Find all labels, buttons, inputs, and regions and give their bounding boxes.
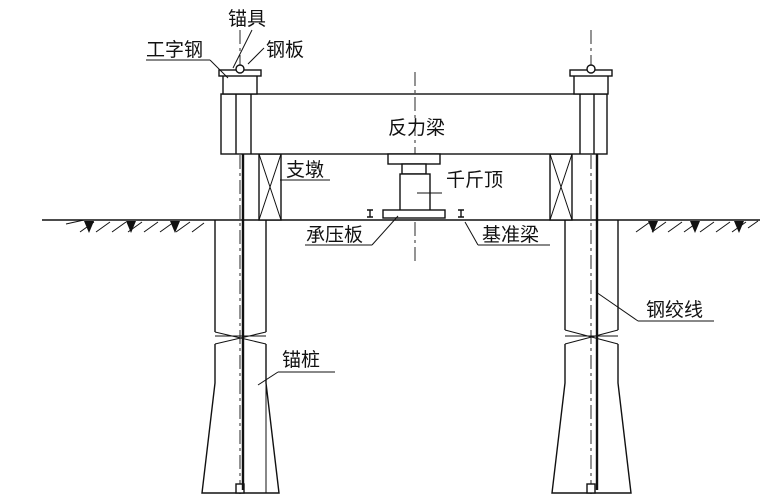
labels: 锚具 工字钢 钢板 反力梁 支墩 千斤顶 承压板 基准梁 钢绞线 锚桩 (146, 8, 703, 371)
label-support-pier: 支墩 (286, 159, 324, 181)
anchorage-left (218, 64, 262, 95)
anchorage-right (569, 64, 613, 95)
reaction-beam (220, 93, 608, 155)
ground-hatching (65, 219, 759, 233)
anchor-pile-left (201, 30, 280, 495)
label-steel-strand: 钢绞线 (646, 299, 703, 321)
label-anchorage: 锚具 (228, 8, 266, 30)
datum-beam-markers (367, 209, 464, 218)
label-jack: 千斤顶 (446, 169, 503, 191)
support-pier-left (258, 153, 282, 221)
label-anchor-pile: 锚桩 (282, 349, 320, 371)
label-datum-beam: 基准梁 (482, 224, 539, 246)
label-reaction-beam: 反力梁 (388, 117, 445, 139)
label-i-beam: 工字钢 (146, 39, 203, 61)
leader-lines (146, 29, 714, 386)
support-pier-right (549, 153, 573, 221)
ground-triangles (84, 221, 744, 233)
ground (42, 219, 760, 233)
jack-assembly (382, 72, 446, 262)
label-steel-plate: 钢板 (266, 39, 304, 61)
label-bearing-plate: 承压板 (306, 224, 363, 246)
